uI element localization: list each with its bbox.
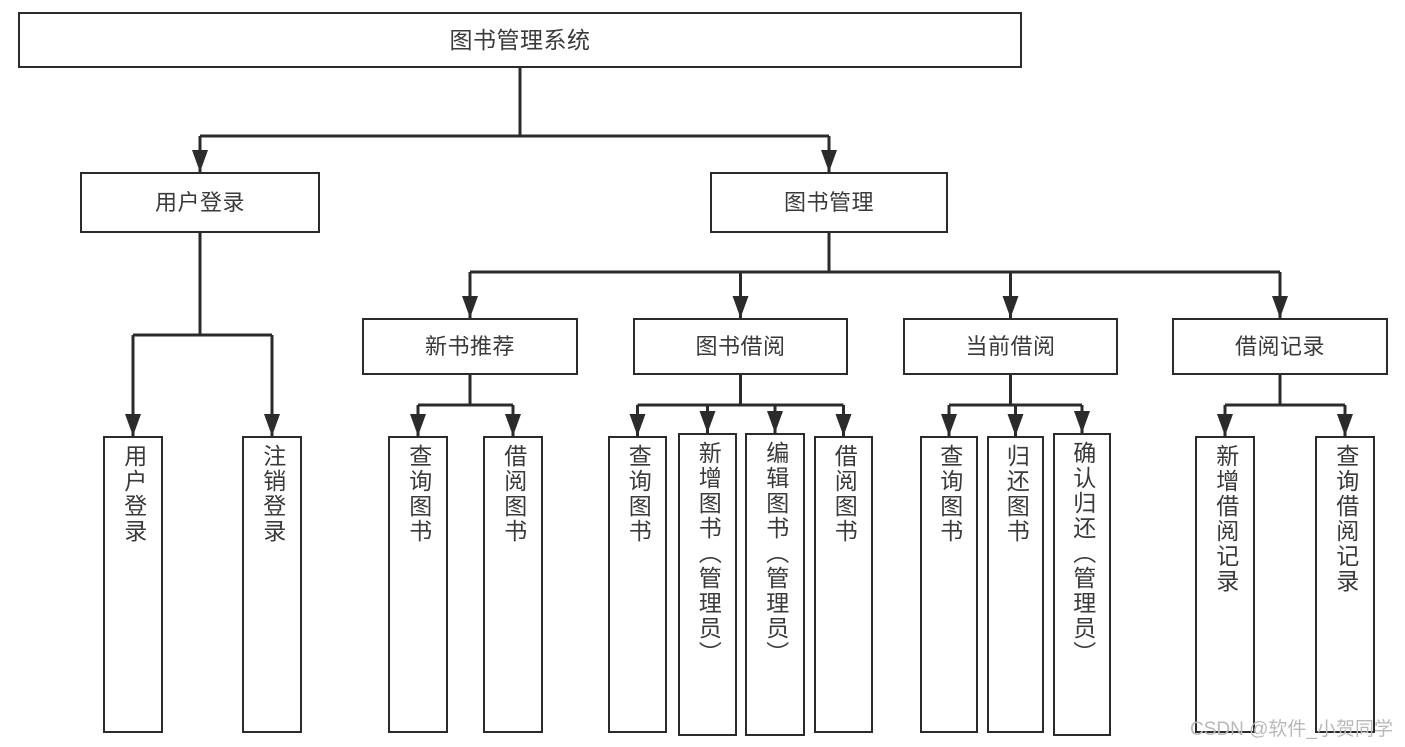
node-new-book-rec[interactable]: 新书推荐 — [362, 318, 578, 375]
arrowhead-icon — [505, 414, 521, 436]
node-leaf-borrow-lend[interactable]: 借阅图书 — [814, 436, 873, 733]
arrowhead-icon — [835, 414, 852, 436]
node-leaf-cur-query[interactable]: 查询图书 — [920, 436, 978, 733]
node-book-borrow[interactable]: 图书借阅 — [633, 318, 848, 375]
node-leaf-rec-query[interactable]: 查询图书 — [388, 436, 448, 733]
node-leaf-rec-query2[interactable]: 查询借阅记录 — [1315, 436, 1375, 733]
node-borrow-record[interactable]: 借阅记录 — [1172, 318, 1388, 375]
node-label: 图书管理系统 — [449, 26, 591, 53]
arrowhead-icon — [1002, 296, 1019, 318]
node-label: 图书管理 — [783, 189, 874, 215]
arrowhead-icon — [1337, 414, 1353, 436]
node-book-manage[interactable]: 图书管理 — [710, 172, 948, 233]
node-label: 查询图书 — [405, 444, 432, 544]
arrowhead-icon — [1007, 414, 1024, 436]
node-label: 查询图书 — [936, 444, 963, 544]
node-leaf-rec-add[interactable]: 新增借阅记录 — [1195, 436, 1255, 733]
node-label: 查询图书 — [625, 444, 652, 544]
arrowhead-icon — [125, 414, 141, 436]
node-leaf-borrow-edit[interactable]: 编辑图书（管理员） — [745, 433, 805, 736]
arrowhead-icon — [629, 414, 646, 436]
node-label: 借阅图书 — [500, 444, 527, 544]
node-label: 用户登录 — [154, 189, 245, 215]
arrowhead-icon — [410, 414, 426, 436]
node-leaf-user-logout[interactable]: 注销登录 — [242, 436, 302, 733]
node-label: 新增借阅记录 — [1212, 444, 1239, 594]
arrowhead-icon — [192, 150, 208, 172]
arrowhead-icon — [767, 411, 783, 433]
arrowhead-icon — [821, 150, 837, 172]
node-leaf-user-login[interactable]: 用户登录 — [103, 436, 163, 733]
node-label: 用户登录 — [120, 444, 147, 544]
node-leaf-cur-confirm[interactable]: 确认归还（管理员） — [1053, 433, 1111, 736]
arrowhead-icon — [1217, 414, 1233, 436]
node-label: 归还图书 — [1003, 444, 1030, 544]
arrowhead-icon — [699, 411, 716, 433]
node-root[interactable]: 图书管理系统 — [18, 12, 1022, 68]
node-label: 借阅图书 — [831, 444, 858, 544]
node-label: 注销登录 — [259, 444, 286, 544]
arrowhead-icon — [1074, 411, 1090, 433]
node-label: 当前借阅 — [965, 333, 1056, 359]
node-leaf-borrow-query[interactable]: 查询图书 — [608, 436, 667, 733]
node-leaf-borrow-add[interactable]: 新增图书（管理员） — [678, 433, 737, 736]
node-label: 查询借阅记录 — [1332, 444, 1359, 594]
node-label: 借阅记录 — [1234, 333, 1325, 359]
node-label: 编辑图书（管理员） — [762, 441, 789, 666]
node-user-login[interactable]: 用户登录 — [80, 172, 320, 233]
node-label: 确认归还（管理员） — [1069, 441, 1096, 666]
arrowhead-icon — [941, 414, 957, 436]
node-leaf-cur-return[interactable]: 归还图书 — [987, 436, 1044, 733]
arrowhead-icon — [264, 414, 280, 436]
arrowhead-icon — [1272, 296, 1288, 318]
node-leaf-rec-borrow[interactable]: 借阅图书 — [483, 436, 543, 733]
arrowhead-icon — [462, 296, 478, 318]
node-label: 图书借阅 — [695, 333, 786, 359]
node-label: 新书推荐 — [424, 333, 515, 359]
node-label: 新增图书（管理员） — [695, 441, 722, 666]
node-current-borrow[interactable]: 当前借阅 — [903, 318, 1118, 375]
arrowhead-icon — [732, 296, 749, 318]
